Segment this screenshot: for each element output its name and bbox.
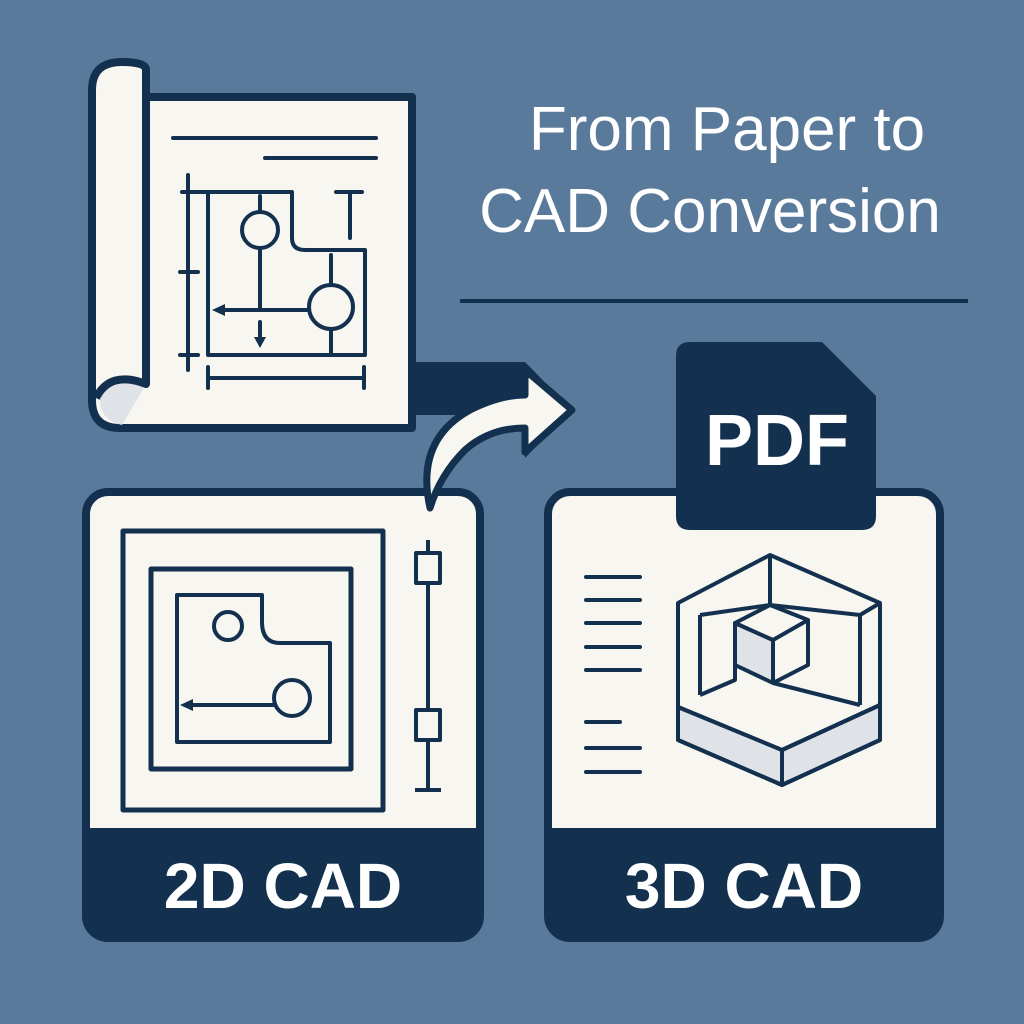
label-2d-cad: 2D CAD (164, 850, 402, 922)
cube-3d-icon (676, 553, 882, 787)
pdf-label: PDF (705, 401, 849, 481)
curved-arrow-icon (423, 366, 576, 512)
title-line-1: From Paper to (529, 95, 925, 164)
card-3d-cad: 3D CAD (544, 488, 944, 942)
title-line-2: CAD Conversion (479, 177, 941, 246)
text-lines-icon (584, 575, 642, 774)
pdf-file-icon: PDF (676, 342, 876, 530)
paper-drawing-icon (88, 58, 416, 432)
label-3d-cad: 3D CAD (625, 850, 863, 922)
card-2d-cad: 2D CAD (82, 488, 484, 942)
